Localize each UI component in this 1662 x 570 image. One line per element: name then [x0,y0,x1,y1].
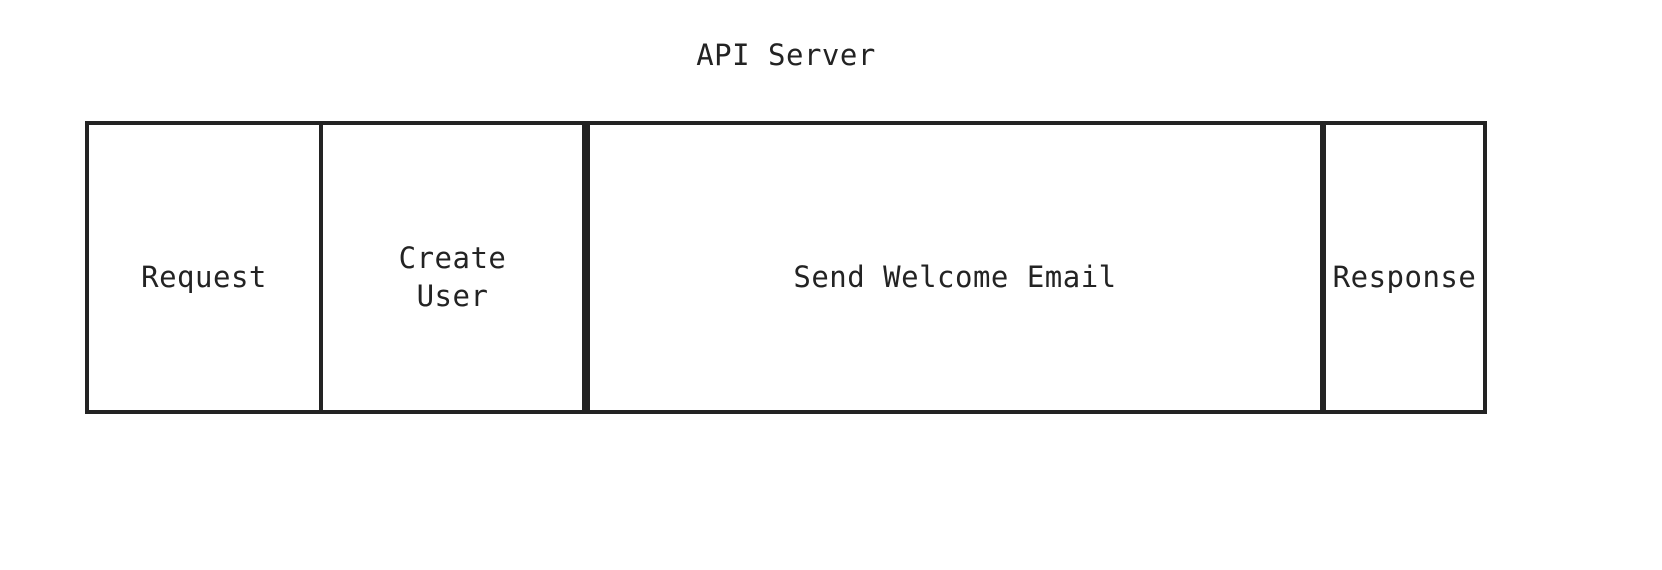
timeline-bar: Request Create User Send Welcome Email R… [85,121,1487,414]
timeline-segment-create-user-label: Create User [398,240,507,313]
diagram-title: API Server [696,38,876,72]
timeline-segment-response[interactable]: Response [1320,125,1483,410]
timeline-segment-send-welcome-email-label: Send Welcome Email [793,259,1117,294]
timeline-segment-send-welcome-email[interactable]: Send Welcome Email [582,125,1320,410]
timeline-segment-create-user[interactable]: Create User [319,125,582,410]
timeline-segment-request-label: Request [141,259,267,294]
timeline-segment-request[interactable]: Request [89,125,319,410]
timeline-segment-response-label: Response [1332,259,1477,294]
